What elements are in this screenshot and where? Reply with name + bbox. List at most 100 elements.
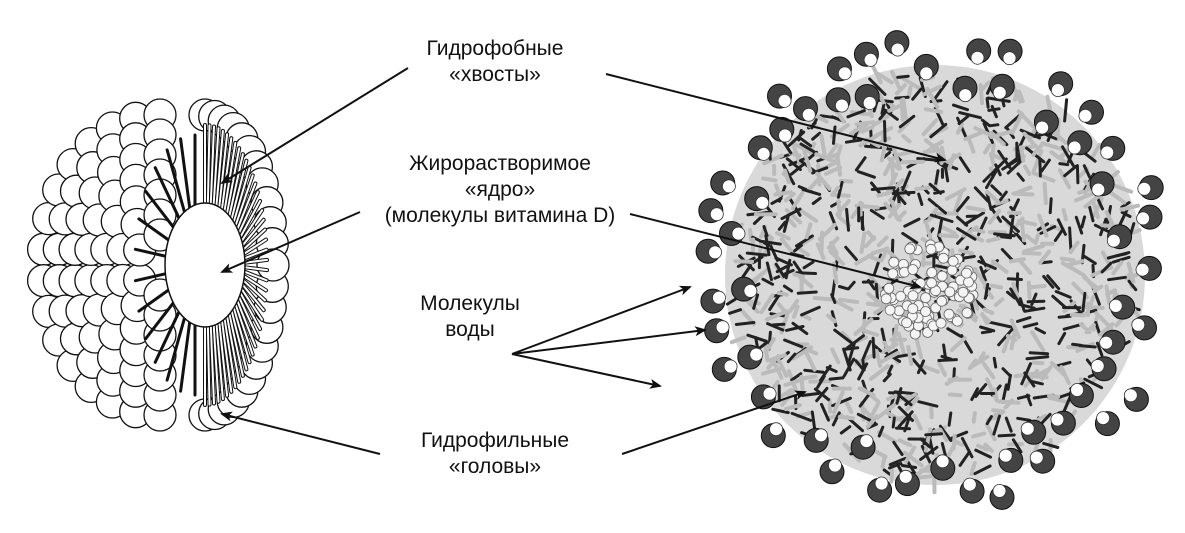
tail-chain xyxy=(891,471,892,482)
tail-chain xyxy=(1024,253,1040,254)
tail-chain xyxy=(981,85,983,103)
water-molecule xyxy=(998,39,1022,64)
label-tails-line2: «хвосты» xyxy=(360,62,630,88)
hydrogen-atom xyxy=(838,67,851,80)
tail-chain xyxy=(1018,418,1030,420)
tail-chain xyxy=(954,436,955,449)
tail-chain xyxy=(974,413,975,422)
core-atom xyxy=(947,265,957,275)
core-atom xyxy=(902,318,912,328)
water-molecule xyxy=(967,39,991,64)
water-molecule xyxy=(768,84,792,108)
tail-chain xyxy=(909,87,910,96)
tail-chain xyxy=(982,331,991,332)
hydrogen-atom xyxy=(802,108,815,121)
tail-chain xyxy=(1013,194,1032,195)
hydrogen-atom xyxy=(1003,52,1016,65)
tail-chain xyxy=(834,195,848,196)
hydrogen-atom xyxy=(864,53,877,66)
water-molecule xyxy=(855,85,879,110)
core-atom xyxy=(962,308,972,318)
label-water-line2: воды xyxy=(380,317,560,343)
hydrogen-atom xyxy=(732,227,745,240)
tail-chain xyxy=(995,390,997,401)
tail-chain xyxy=(893,192,914,193)
tail-chain xyxy=(798,292,816,293)
tail-chain xyxy=(1072,315,1084,316)
tail-chain xyxy=(991,154,994,164)
tail-chain xyxy=(779,293,787,295)
hydrogen-atom xyxy=(1101,146,1114,159)
water-molecule xyxy=(1095,412,1119,436)
hydrogen-atom xyxy=(993,86,1006,99)
label-core-line1: Жирорастворимое xyxy=(330,151,670,177)
tail-chain xyxy=(873,338,874,357)
tail-chain xyxy=(931,406,932,417)
water-molecule xyxy=(960,478,984,503)
tail-chain xyxy=(1065,100,1067,121)
water-molecule xyxy=(712,357,737,381)
tail-chain xyxy=(1049,396,1058,397)
water-molecule xyxy=(745,187,769,211)
hydrogen-atom xyxy=(829,459,842,472)
hydrogen-atom xyxy=(1138,182,1151,195)
core-atom xyxy=(884,283,894,293)
water-molecule xyxy=(990,74,1014,99)
hydrogen-atom xyxy=(875,477,888,490)
water-molecule xyxy=(804,428,828,452)
hydrogen-atom xyxy=(763,387,776,400)
water-molecule xyxy=(1049,72,1073,97)
hydrogen-atom xyxy=(724,360,737,373)
core-atom xyxy=(881,294,891,304)
micelle-molecular-model xyxy=(696,31,1163,510)
hydrogen-atom xyxy=(722,180,735,193)
label-tails-line1: Гидрофобные xyxy=(360,36,630,62)
hydrogen-atom xyxy=(1132,318,1145,331)
core-atom xyxy=(964,277,974,287)
core-atom xyxy=(948,256,958,266)
tail-chain xyxy=(1034,363,1043,364)
tail-chain xyxy=(1060,164,1068,165)
hydrogen-atom xyxy=(920,67,933,80)
tail-chain xyxy=(797,273,816,274)
hydrogen-atom xyxy=(971,51,984,64)
water-molecule xyxy=(1021,420,1046,444)
hydrogen-atom xyxy=(713,291,726,304)
water-molecule xyxy=(1101,136,1125,160)
tail-chain xyxy=(801,377,802,391)
tail-chain xyxy=(968,208,984,211)
tail-chain xyxy=(1070,228,1071,250)
water-molecule xyxy=(738,345,763,369)
core-atom xyxy=(958,287,968,297)
water-molecule xyxy=(699,199,724,223)
water-molecule xyxy=(1034,110,1058,134)
tail-chain xyxy=(815,298,835,300)
core-atom xyxy=(937,296,947,306)
tail-chain xyxy=(986,284,988,297)
core-atom xyxy=(889,257,899,267)
core-atom xyxy=(908,265,918,275)
tail-chain xyxy=(989,109,999,111)
arrow-water-3 xyxy=(512,354,660,386)
core-atom xyxy=(962,268,972,278)
core-atom xyxy=(926,244,936,254)
label-lipophilic-core: Жирорастворимое «ядро» (молекулы витамин… xyxy=(330,151,670,229)
tail-chain xyxy=(847,209,849,230)
water-molecule xyxy=(701,289,726,313)
tail-chain xyxy=(895,392,914,394)
tail-chain xyxy=(949,413,951,425)
hydrogen-atom xyxy=(770,423,783,436)
tail-chain xyxy=(845,348,857,349)
hydrogen-atom xyxy=(1092,183,1105,196)
hydrogen-atom xyxy=(778,94,791,107)
water-molecule xyxy=(1138,176,1163,200)
hydrogen-atom xyxy=(891,43,904,56)
hydrogen-atom xyxy=(835,99,848,112)
hydrogen-atom xyxy=(959,89,972,102)
tail-chain xyxy=(898,76,909,77)
hydrogen-atom xyxy=(863,97,876,110)
tail-chain xyxy=(883,458,885,467)
hydrogen-atom xyxy=(1136,263,1149,276)
hydrogen-atom xyxy=(899,470,912,483)
water-molecule xyxy=(1091,357,1116,381)
